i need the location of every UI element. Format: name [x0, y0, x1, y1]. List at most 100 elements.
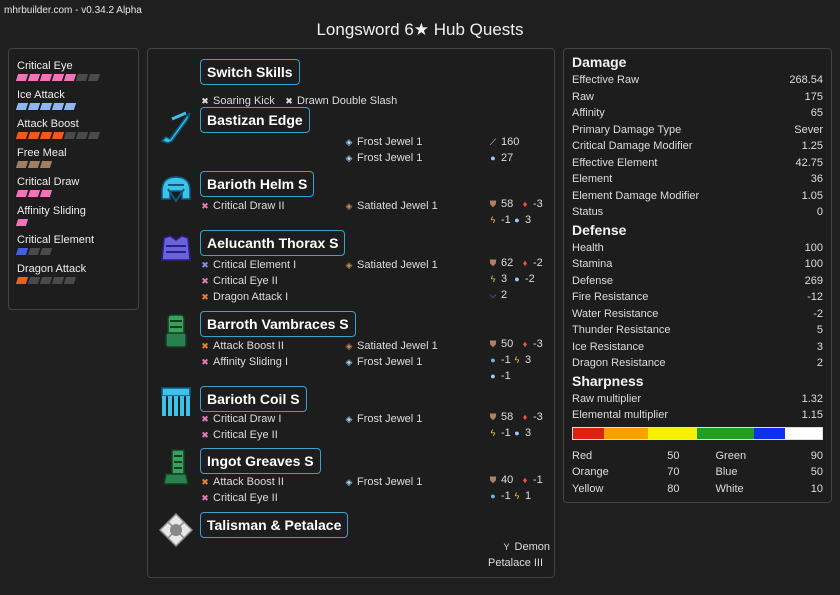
skill-icon: ✖	[201, 341, 209, 351]
waist-button[interactable]: Barioth Coil S	[200, 386, 307, 412]
page-title: Longsword 6★ Hub Quests	[316, 20, 524, 39]
skill-entry[interactable]: Critical Element	[15, 233, 130, 255]
shield-icon: ⛊	[489, 258, 497, 268]
legs-skill-1: ✖Attack Boost II	[201, 476, 284, 488]
helm-button[interactable]: Barioth Helm S	[200, 171, 315, 197]
waist-ice: ●3	[512, 426, 531, 440]
weapon-jewel-1[interactable]: ◈Frost Jewel 1	[345, 136, 423, 148]
arms-ice: ●-1	[488, 369, 511, 383]
frost-jewel-icon: ◈	[345, 153, 353, 163]
legs-button[interactable]: Ingot Greaves S	[200, 448, 321, 474]
sharpness-segment	[647, 427, 698, 439]
stat-value: 100	[804, 241, 823, 254]
weapon-button[interactable]: Bastizan Edge	[200, 107, 310, 133]
stat-label: Primary Damage Type	[572, 123, 682, 136]
skill-pip	[75, 74, 89, 81]
water-icon: ●	[490, 355, 496, 365]
fire-icon: ♦	[522, 258, 528, 268]
legs-jewel-1[interactable]: ◈Frost Jewel 1	[345, 476, 423, 488]
waist-skill-2: ✖Critical Eye II	[201, 429, 278, 441]
arms-jewel-2[interactable]: ◈Frost Jewel 1	[345, 356, 423, 368]
chest-skill-2: ✖Critical Eye II	[201, 275, 278, 287]
skill-entry[interactable]: Dragon Attack	[15, 262, 130, 284]
skill-icon: ✖	[201, 414, 209, 424]
skill-pip	[15, 219, 29, 226]
sharpness-segment	[753, 427, 785, 439]
talisman-button[interactable]: Talisman & Petalace	[200, 512, 349, 538]
skill-entry[interactable]: Critical Draw	[15, 175, 130, 197]
shield-icon: ⛊	[489, 199, 497, 209]
skill-entry[interactable]: Ice Attack	[15, 88, 130, 110]
weapon-attack: ⟋160	[489, 136, 520, 148]
weapon-jewel-2[interactable]: ◈Frost Jewel 1	[345, 152, 423, 164]
chest-button[interactable]: Aelucanth Thorax S	[200, 230, 346, 256]
skill-level-pips	[15, 248, 130, 255]
skill-pip	[27, 74, 41, 81]
legs-defense: ⛊40	[489, 474, 514, 486]
petalace-line-2: Petalace III	[488, 557, 544, 569]
shield-icon: ⛊	[489, 412, 497, 422]
thunder-icon: ϟ	[490, 215, 496, 225]
skill-icon: ✖	[201, 477, 209, 487]
stat-label: Defense	[572, 274, 613, 287]
frost-jewel-icon: ◈	[345, 137, 353, 147]
stat-value: 65	[810, 107, 823, 119]
skill-name: Critical Eye	[17, 60, 73, 72]
switch-skill-1: ✖Soaring Kick	[201, 95, 275, 107]
skill-pip	[39, 103, 53, 110]
skill-pip	[87, 132, 101, 139]
stat-label: Raw multiplier	[572, 392, 642, 405]
switch-skills-button[interactable]: Switch Skills	[200, 59, 300, 85]
longsword-icon	[156, 107, 196, 147]
skill-pip	[15, 103, 29, 110]
skill-icon: ✖	[201, 357, 209, 367]
fire-icon: ♦	[522, 199, 528, 209]
sharpness-color-value: 10	[810, 482, 823, 495]
waist-jewel-1[interactable]: ◈Frost Jewel 1	[345, 413, 423, 425]
ice-icon: ●	[490, 153, 496, 163]
stat-label: Effective Element	[572, 156, 658, 169]
arms-fire: ♦-3	[520, 337, 543, 351]
skill-level-pips	[15, 161, 130, 168]
arms-jewel-1[interactable]: ◈Satiated Jewel 1	[345, 340, 438, 352]
skill-level-pips	[15, 74, 130, 81]
helm-jewel-1[interactable]: ◈Satiated Jewel 1	[345, 200, 438, 212]
thunder-icon: ϟ	[490, 274, 496, 284]
skill-pip	[39, 161, 53, 168]
skill-entry[interactable]: Critical Eye	[15, 59, 130, 81]
ice-icon: ●	[514, 215, 520, 225]
defense-row: Water Resistance-2	[572, 306, 823, 323]
stat-label: Stamina	[572, 258, 613, 270]
sharpness-color-value: 80	[667, 482, 680, 495]
skill-pip	[63, 277, 77, 284]
attack-icon: ⟋	[489, 137, 497, 147]
switch-skill-2: ✖Drawn Double Slash	[285, 95, 398, 107]
chest-armor-icon	[156, 230, 196, 270]
skill-pip	[51, 74, 65, 81]
skill-entry[interactable]: Attack Boost	[15, 117, 130, 139]
stat-label: Ice Resistance	[572, 340, 645, 353]
stat-value: 100	[804, 258, 823, 270]
chest-fire: ♦-2	[520, 256, 543, 270]
stat-label: Critical Damage Modifier	[572, 140, 693, 152]
arms-button[interactable]: Barroth Vambraces S	[200, 311, 356, 337]
stat-label: Element	[572, 173, 613, 185]
skill-entry[interactable]: Affinity Sliding	[15, 204, 130, 226]
skill-pip	[27, 103, 41, 110]
fire-icon: ♦	[522, 339, 528, 349]
waist-skill-1: ✖Critical Draw I	[201, 413, 282, 425]
skill-icon: ✖	[201, 493, 209, 503]
thunder-icon: ϟ	[490, 428, 496, 438]
chest-jewel-1[interactable]: ◈Satiated Jewel 1	[345, 259, 438, 271]
skill-entry[interactable]: Free Meal	[15, 146, 130, 168]
sharpness-color-value: 70	[667, 466, 680, 478]
